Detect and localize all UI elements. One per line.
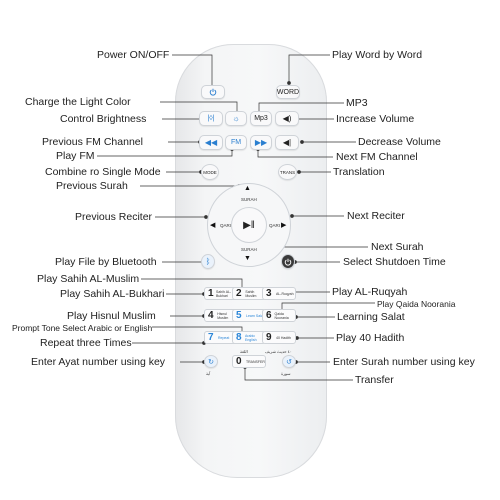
label-play-word-by-word: Play Word by Word (332, 49, 423, 61)
light-color-button[interactable]: |◊| (199, 111, 223, 126)
brightness-icon: ☼ (232, 114, 240, 123)
trans-button[interactable]: TRANS (278, 164, 297, 180)
label-play-fm: Play FM (56, 150, 95, 162)
power-icon (209, 88, 217, 96)
next-surah-button[interactable]: ▼ (244, 255, 251, 262)
volume-down-icon: ◀| (282, 138, 292, 147)
label-play-hisnul-muslim: Play Hisnul Muslim (67, 310, 156, 322)
shutdown-timer-button[interactable] (281, 254, 295, 269)
rewind-icon: ◀◀ (204, 138, 218, 147)
label-decrease-volume: Decrease Volume (358, 136, 441, 148)
surah-key-icon: ↺ (286, 358, 292, 366)
label-play-al-ruqyah: Play AL-Ruqyah (332, 286, 408, 298)
ayat-key-button[interactable]: ↻ (204, 355, 218, 368)
ayat-key-icon: ↻ (208, 358, 214, 366)
word-button[interactable]: WORD (276, 85, 300, 99)
label-mp3: MP3 (346, 97, 368, 109)
label-previous-surah: Previous Surah (56, 180, 128, 192)
label-select-shutdown-time: Select Shutdoen Time (343, 256, 446, 268)
dpad-surah-bottom-label: SURAH (241, 247, 257, 252)
label-increase-volume: Increase Volume (336, 113, 415, 125)
label-play-file-bluetooth: Play File by Bluetooth (55, 256, 157, 268)
next-reciter-button[interactable]: ▶ (281, 222, 287, 229)
shutdown-timer-icon (284, 258, 292, 266)
dpad-surah-top-label: SURAH (241, 197, 257, 202)
label-enter-ayat: Enter Ayat number using key (31, 356, 166, 368)
label-repeat-three-times: Repeat three Times (40, 337, 132, 349)
label-next-reciter: Next Reciter (347, 210, 405, 222)
label-learning-salat: Learning Salat (337, 311, 405, 323)
mode-button[interactable]: MODE (201, 164, 219, 180)
volume-down-button[interactable]: ◀| (275, 135, 299, 150)
next-fm-button[interactable]: ▶▶ (250, 135, 272, 150)
fm-button[interactable]: FM (225, 135, 247, 150)
mp3-button[interactable]: Mp3 (250, 111, 272, 126)
label-previous-reciter: Previous Reciter (75, 211, 153, 223)
fast-forward-icon: ▶▶ (254, 138, 268, 147)
ayah-arabic-label: آية (206, 371, 211, 376)
label-next-surah: Next Surah (371, 241, 424, 253)
volume-up-icon: ◀) (282, 114, 292, 123)
label-play-sahih-muslim: Play Sahih AL-Muslim (37, 273, 140, 285)
label-charge-light-color: Charge the Light Color (25, 96, 131, 108)
label-next-fm-channel: Next FM Channel (336, 151, 418, 163)
label-combine-single-mode: Combine ro Single Mode (45, 166, 161, 178)
label-transfer: Transfer (355, 374, 394, 386)
play-pause-icon: ▶‖ (243, 219, 255, 231)
volume-up-button[interactable]: ◀) (275, 111, 299, 126)
dpad-qari-right-label: QARI (269, 223, 281, 228)
lang-arabic-label: اللغة (240, 349, 248, 354)
surah-arabic-label: سورة (281, 371, 291, 376)
hadith-arabic-label: ٤٠ حديث شريف (265, 349, 292, 354)
bluetooth-icon: ᛒ (205, 257, 211, 266)
label-control-brightness: Control Brightness (60, 113, 147, 125)
label-play-sahih-bukhari: Play Sahih AL-Bukhari (60, 288, 165, 300)
surah-key-button[interactable]: ↺ (282, 355, 296, 368)
label-prompt-tone: Prompt Tone Select Arabic or English (12, 323, 153, 333)
label-play-qaida-noorania: Play Qaida Noorania (377, 299, 456, 309)
power-button[interactable] (201, 85, 225, 99)
label-power-on-off: Power ON/OFF (97, 49, 170, 61)
previous-reciter-button[interactable]: ◀ (210, 222, 216, 229)
play-pause-button[interactable]: ▶‖ (231, 207, 267, 243)
light-color-icon: |◊| (207, 115, 215, 122)
dpad-qari-left-label: QARI (220, 223, 232, 228)
bluetooth-button[interactable]: ᛒ (201, 254, 215, 269)
label-translation: Translation (333, 166, 385, 178)
label-play-40-hadith: Play 40 Hadith (336, 332, 405, 344)
previous-surah-button[interactable]: ▲ (244, 185, 251, 192)
brightness-button[interactable]: ☼ (225, 111, 247, 126)
previous-fm-button[interactable]: ◀◀ (199, 135, 223, 150)
label-previous-fm-channel: Previous FM Channel (42, 136, 143, 148)
label-enter-surah: Enter Surah number using key (333, 356, 475, 368)
